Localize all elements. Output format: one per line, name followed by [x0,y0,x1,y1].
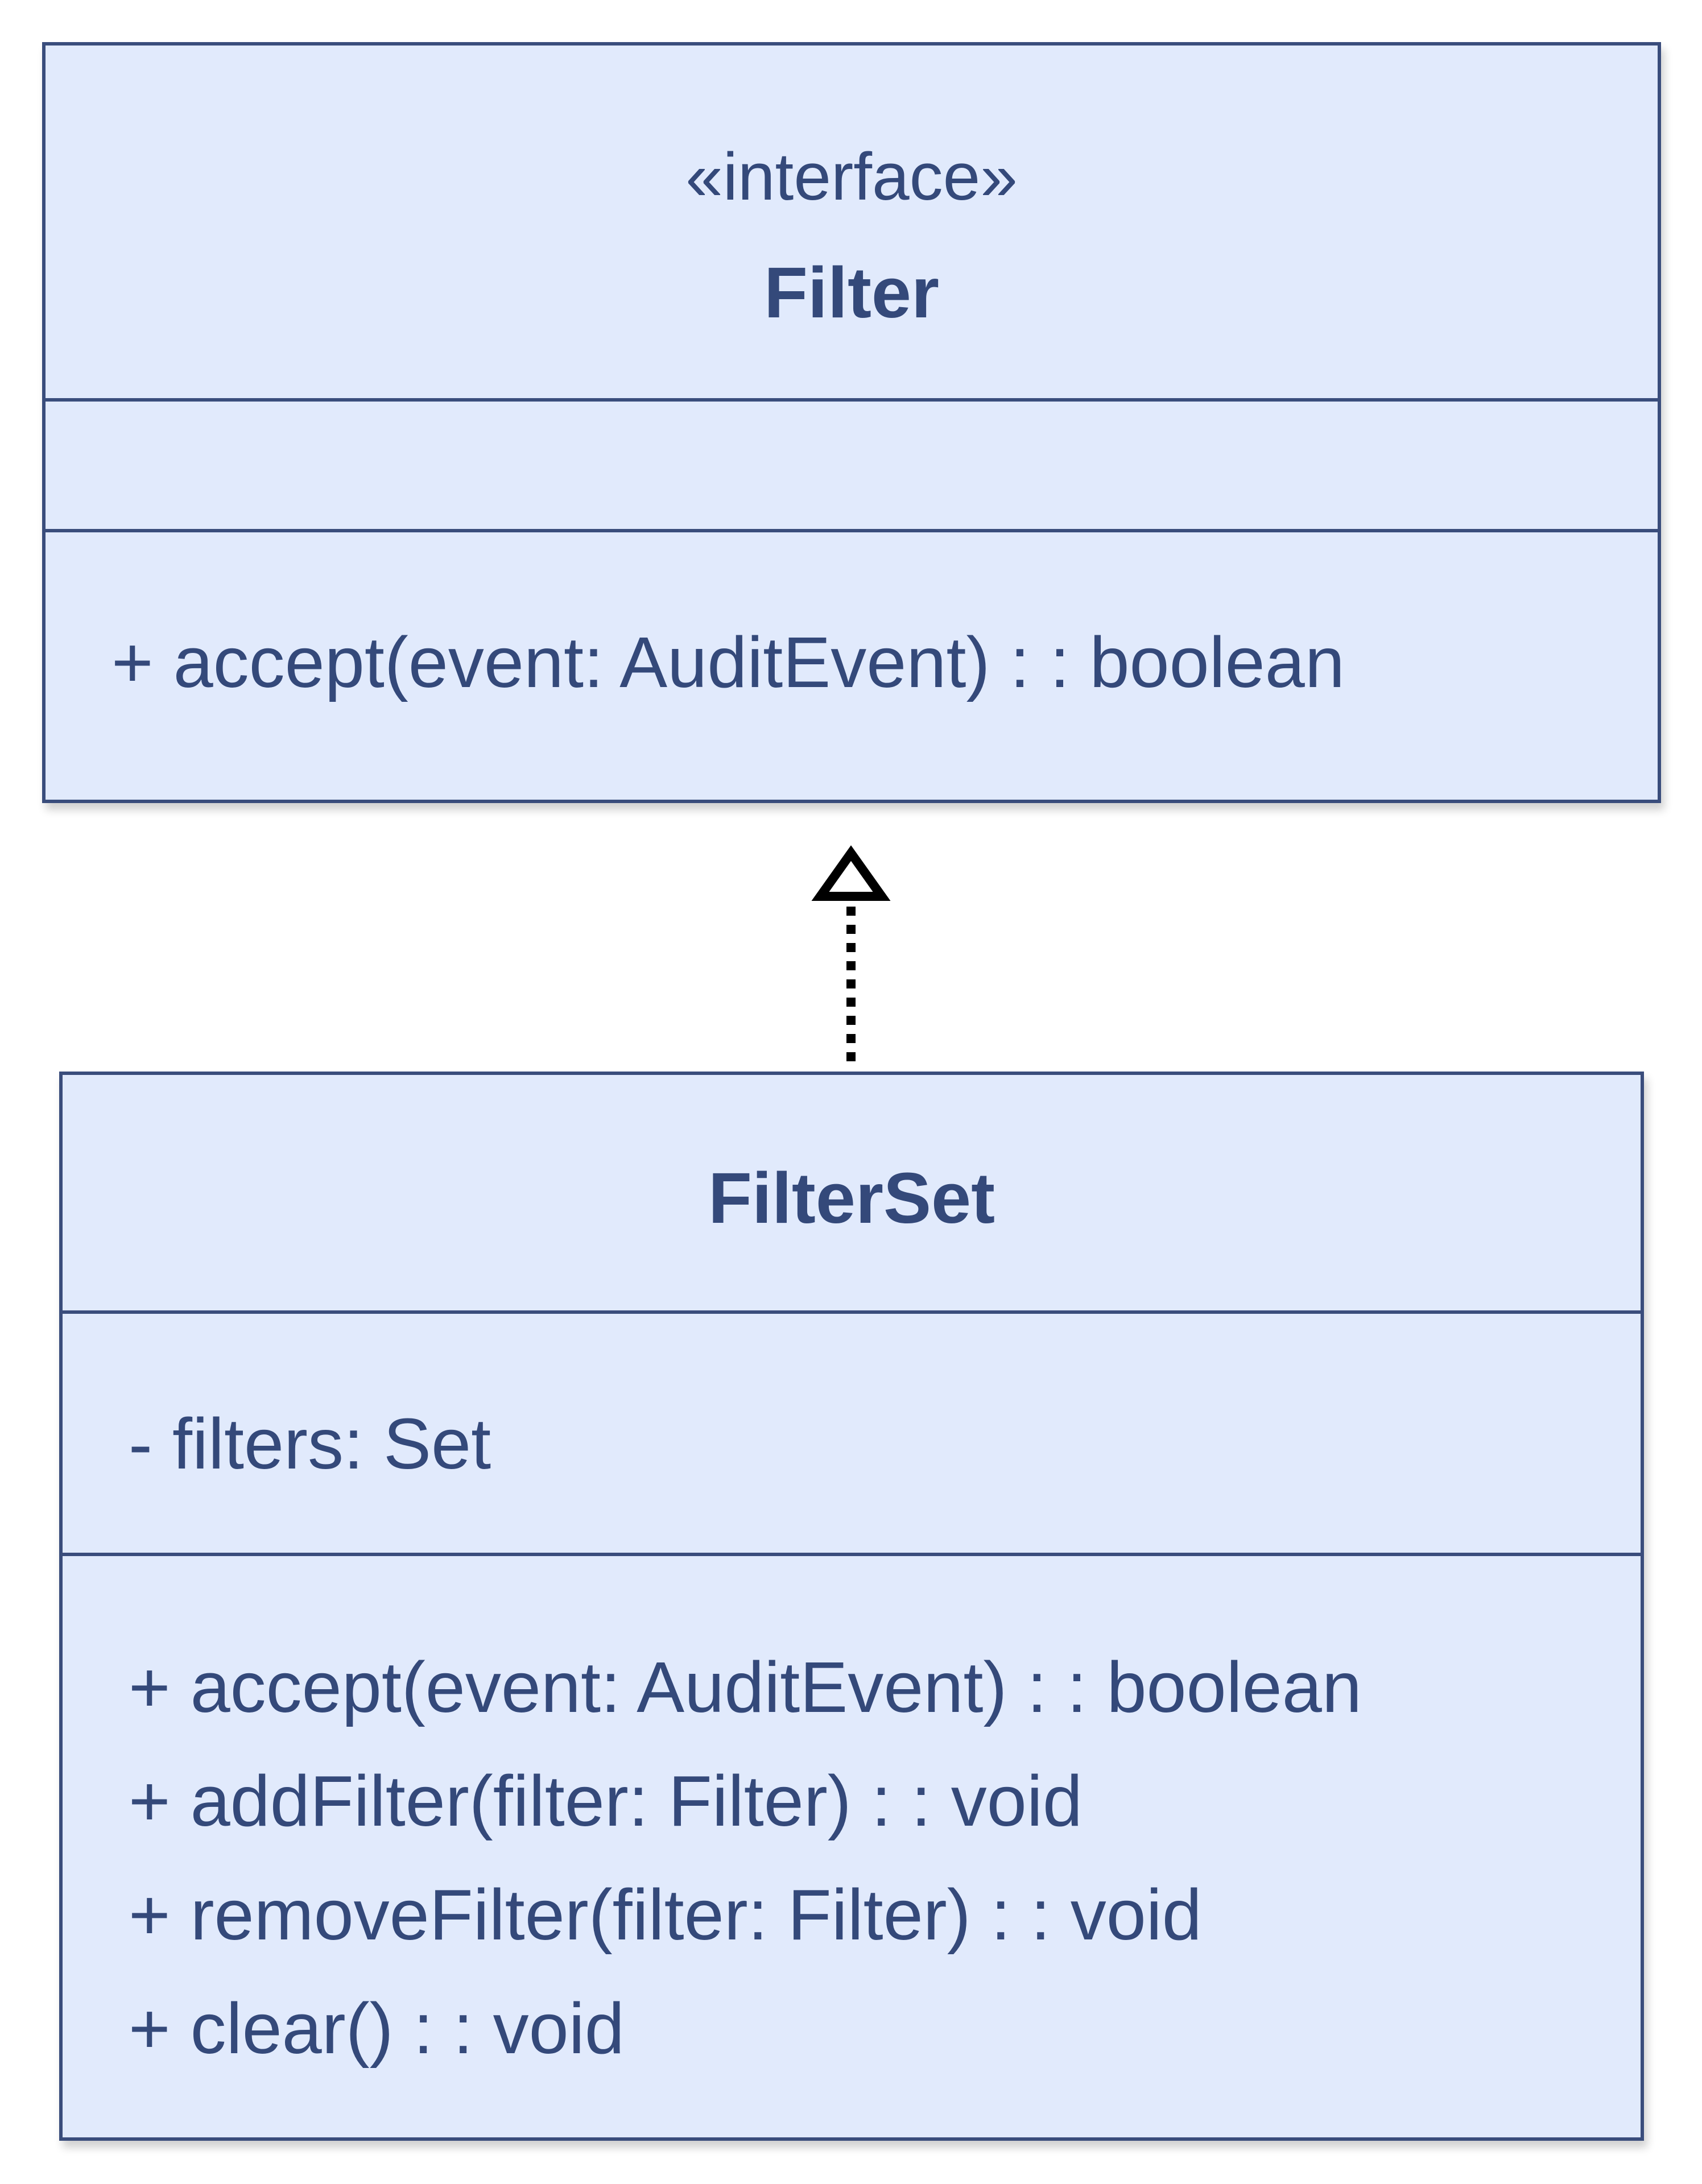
operation-remove-filter: + removeFilter(filter: Filter) : : void [129,1875,1202,1955]
class-name-filterset: FilterSet [708,1158,995,1238]
divider-name-attributes [63,1310,1641,1314]
stereotype-label: «interface» [685,139,1018,214]
divider-attributes-operations [63,1553,1641,1556]
attributes-section-filter [46,402,1658,529]
divider-attributes-operations [46,529,1658,532]
attribute-filters: - filters: Set [129,1404,491,1484]
hollow-triangle-arrowhead [811,845,891,901]
class-name-filter: Filter [763,253,940,333]
operation-accept: + accept(event: AuditEvent) : : boolean [129,1647,1362,1727]
divider-name-attributes [46,398,1658,402]
operation-add-filter: + addFilter(filter: Filter) : : void [129,1761,1083,1841]
operation-clear: + clear() : : void [129,1988,625,2069]
class-box-filterset[interactable]: FilterSet - filters: Set + accept(event:… [59,1072,1644,2141]
operation-accept: + accept(event: AuditEvent) : : boolean [111,622,1345,702]
class-box-filter[interactable]: «interface» Filter + accept(event: Audit… [42,42,1661,803]
